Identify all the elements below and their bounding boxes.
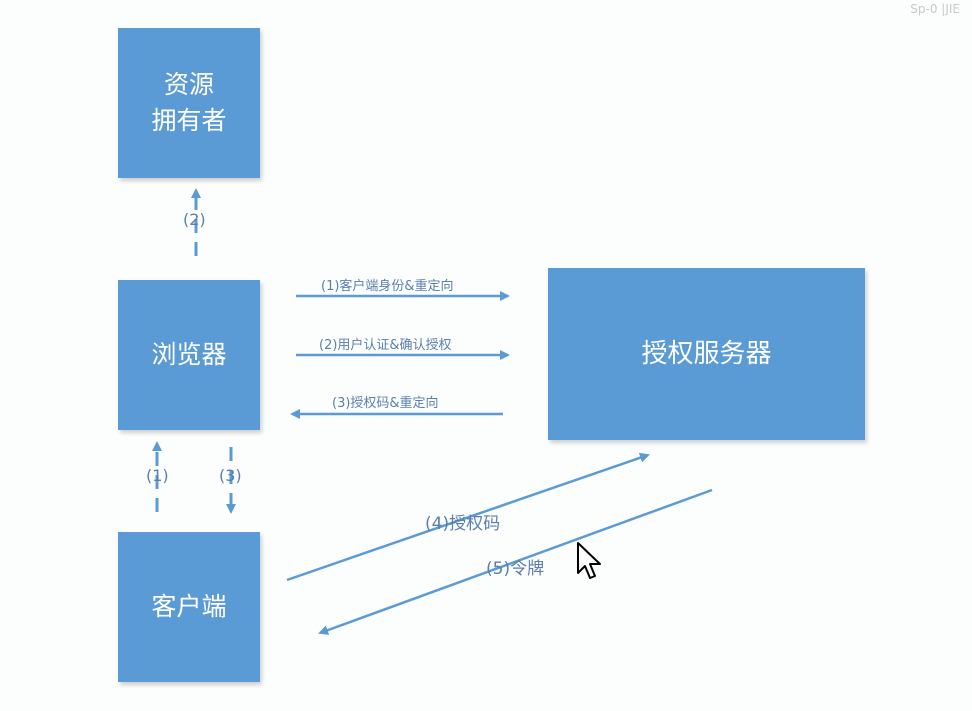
edge-label-step4: (4)授权码 <box>425 514 501 534</box>
edge-label-step1: (1)客户端身份&重定向 <box>321 279 454 294</box>
arrow-step4 <box>286 452 650 582</box>
client-node: 客户端 <box>118 532 260 682</box>
resource-owner-label: 资源 拥有者 <box>151 70 227 135</box>
browser-node: 浏览器 <box>118 280 260 430</box>
mouse-pointer-icon <box>577 542 601 579</box>
edge-label-browser-to-owner: (2) <box>183 210 206 229</box>
browser-label: 浏览器 <box>151 340 227 369</box>
client-label: 客户端 <box>151 592 227 621</box>
edge-label-client-to-browser: (1) <box>146 466 169 485</box>
resource-owner-node: 资源 拥有者 <box>118 28 260 178</box>
auth-server-label: 授权服务器 <box>641 339 772 369</box>
edge-label-step3: (3)授权码&重定向 <box>332 396 439 411</box>
edge-label-step2: (2)用户认证&确认授权 <box>319 338 452 353</box>
arrow-step5 <box>318 488 713 635</box>
watermark: Sp-0 |JIE <box>910 2 960 16</box>
edge-label-browser-to-client: (3) <box>219 466 242 485</box>
edge-label-step5: (5)令牌 <box>486 559 545 579</box>
auth-server-node: 授权服务器 <box>548 268 865 440</box>
